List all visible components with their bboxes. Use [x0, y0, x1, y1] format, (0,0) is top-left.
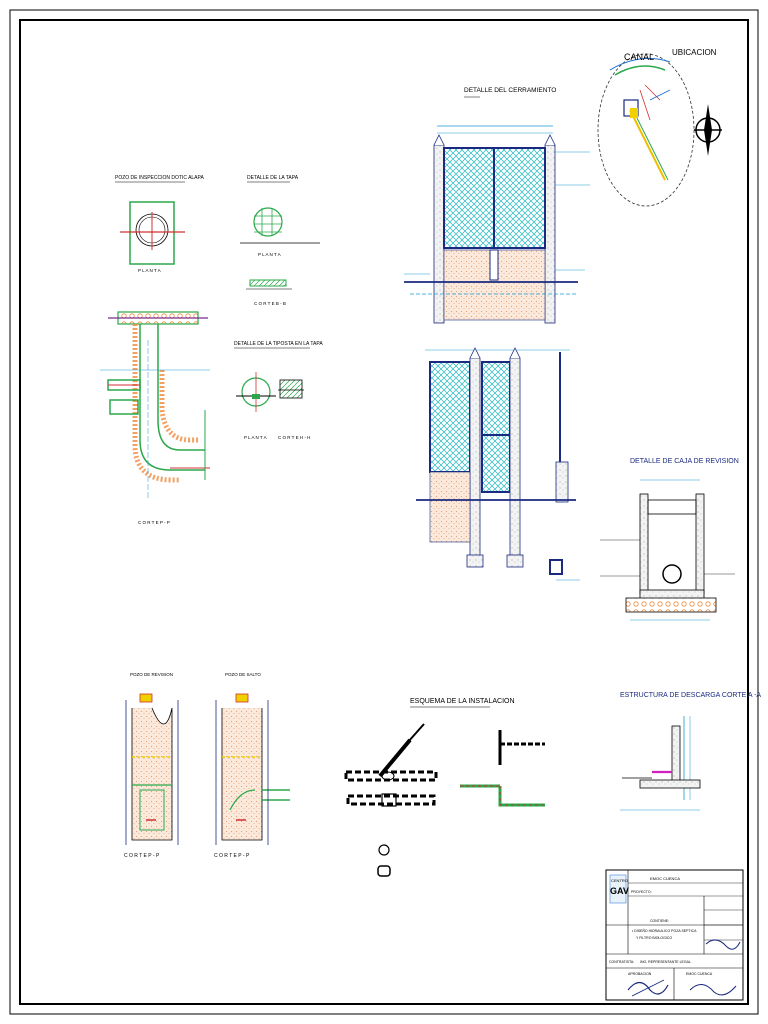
title-block-header: EMOC CUENCA: [650, 876, 680, 881]
canal-label: CANAL: [624, 52, 654, 62]
contiene-item-2: Y FILTRO BIOLOGICO: [636, 936, 672, 940]
fence-detail-title: DETALLE DEL CERRAMIENTO: [464, 87, 556, 94]
company-logo-line2: GAV: [610, 886, 629, 896]
contiene-label: CONTIENE:: [650, 919, 669, 923]
revision-well-cut-label: C O R T E P - P: [124, 853, 160, 859]
discharge-title: ESTRUCTURA DE DESCARGA CORTE A -A: [620, 692, 761, 699]
sheet-border-inner: [19, 19, 749, 1005]
corte-bb-label: C O R T E B - B: [254, 301, 286, 306]
latch-detail-title: DETALLE DE LA TIPOSTA EN LA TAPA: [234, 341, 323, 347]
title-block: CENTRO GAV EMOC CUENCA PROYECTO: CONTIEN…: [605, 869, 744, 1001]
installation-scheme: ESQUEMA DE LA INSTALACION: [344, 698, 545, 877]
inspection-box-detail: DETALLE DE CAJA DE REVISION: [600, 458, 739, 621]
revision-well-title: POZO DE REVISION: [130, 672, 173, 677]
lid-planta-label: P L A N T A: [258, 252, 281, 257]
fence-gate-elevation: [416, 347, 580, 581]
contratista-label: CONTRATISTA:: [609, 960, 634, 964]
discharge-structure: ESTRUCTURA DE DESCARGA CORTE A -A: [620, 692, 761, 811]
latch-planta-label: P L A N T A: [244, 435, 267, 440]
inspection-box-title: DETALLE DE CAJA DE REVISION: [630, 458, 739, 465]
title-block-footer-left: APROBACION: [628, 972, 652, 976]
title-block-footer-right: EMOC CUENCA: [686, 972, 713, 976]
inspection-well-plan: POZO DE INSPECCION DOTIC ALAPA P L A N T…: [115, 175, 204, 273]
sheet-border-outer: [9, 9, 759, 1015]
corte-hh-label: C O R T E H - H: [278, 435, 310, 440]
signature-stamp-right: [689, 939, 741, 996]
lid-detail-title: DETALLE DE LA TAPA: [247, 175, 299, 181]
contiene-item-1: • DISEÑO HIDRAULICO POZA SEPTICA: [632, 928, 697, 933]
drop-well-cut-label: C O R T E P - P: [214, 853, 250, 859]
drop-well-title: POZO DE SALTO: [225, 672, 261, 677]
location-map: CANAL UBICACION: [597, 48, 717, 207]
fence-detail-elevation: DETALLE DEL CERRAMIENTO: [404, 87, 590, 324]
ubicacion-title: UBICACION: [672, 48, 717, 57]
inspection-well-section: C O R T E P - P: [100, 311, 210, 525]
north-arrow-icon: [694, 104, 722, 156]
contratista-value: ING. REPRESENTANTE LEGAL: [640, 960, 691, 964]
revision-well: POZO DE REVISION C O R T E P - P: [124, 672, 179, 859]
installation-scheme-title: ESQUEMA DE LA INSTALACION: [410, 698, 515, 705]
lid-detail: DETALLE DE LA TAPA P L A N T A C O R T E…: [240, 175, 320, 306]
drop-well: POZO DE SALTO C O R T E P - P: [214, 672, 290, 859]
corte-pp-label: C O R T E P - P: [138, 520, 170, 525]
planta-label: P L A N T A: [138, 268, 161, 273]
signature-stamp-left: [627, 979, 669, 997]
proyecto-label: PROYECTO:: [631, 890, 652, 894]
company-logo-line1: CENTRO: [611, 878, 628, 883]
inspection-well-title: POZO DE INSPECCION DOTIC ALAPA: [115, 175, 204, 181]
lid-latch-detail: DETALLE DE LA TIPOSTA EN LA TAPA P L A N…: [234, 341, 323, 440]
